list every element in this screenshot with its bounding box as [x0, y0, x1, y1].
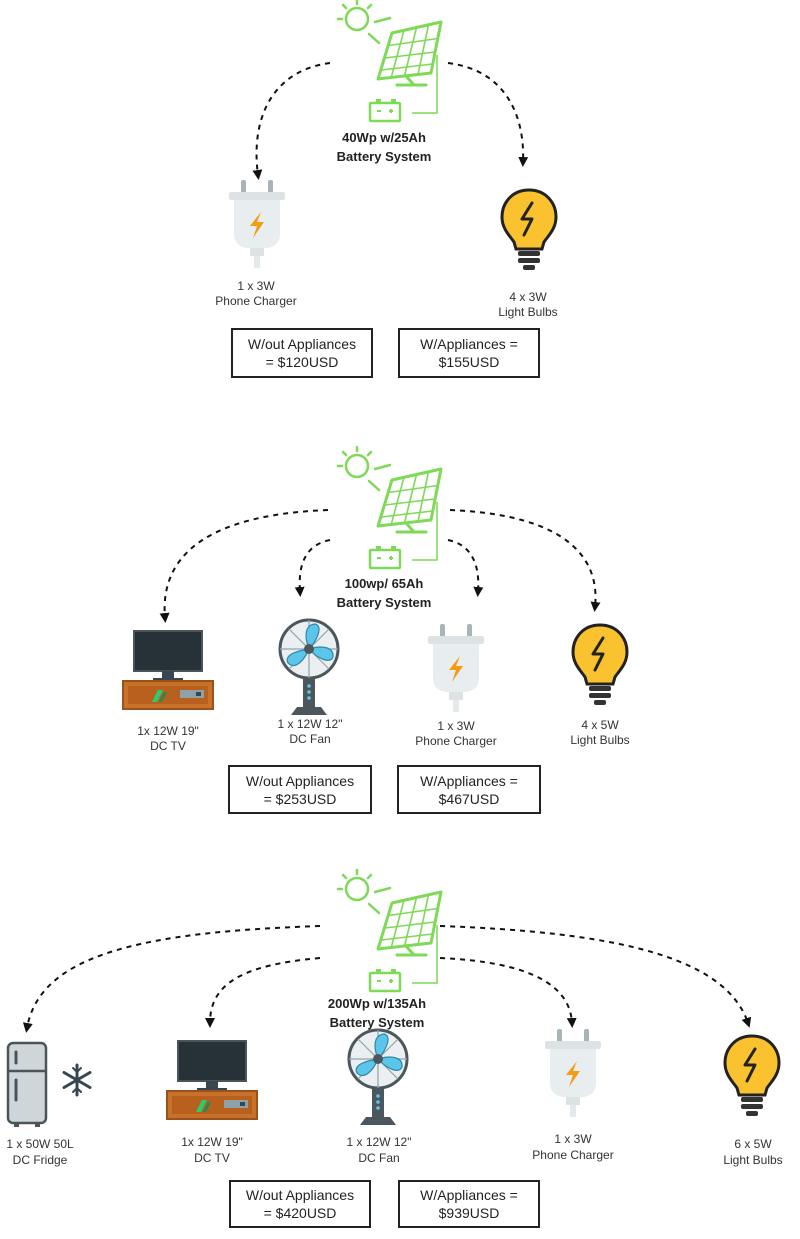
fan-icon	[278, 618, 340, 717]
price-with-line2: $467USD	[439, 791, 500, 807]
appliance-label-line1: 4 x 3W	[509, 290, 547, 304]
system-1: 40Wp w/25Ah Battery System 1 x 3W Phone …	[215, 0, 558, 378]
price-without-line1: W/out Appliances	[246, 1187, 354, 1203]
price-with-line1: W/Appliances =	[420, 773, 518, 789]
appliance-label-line2: DC Fan	[358, 1151, 399, 1165]
appliance-label-line2: DC Fan	[289, 732, 330, 746]
light-bulb-icon	[571, 623, 629, 707]
phone-charger-icon	[428, 624, 484, 712]
price-box-without-appliances: W/out Appliances = $120USD	[231, 328, 373, 378]
appliance-label-line2: DC Fridge	[13, 1153, 68, 1167]
price-without-line1: W/out Appliances	[248, 336, 356, 352]
system-3-title-line2: Battery System	[330, 1015, 425, 1030]
light-bulb-icon	[723, 1034, 781, 1118]
price-box-with-appliances: W/Appliances = $939USD	[398, 1180, 540, 1228]
price-box-without-appliances: W/out Appliances = $420USD	[229, 1180, 371, 1228]
appliance-label-line1: 6 x 5W	[734, 1137, 772, 1151]
appliance-label-line2: Light Bulbs	[723, 1153, 782, 1167]
appliance-label-line1: 1 x 3W	[437, 719, 475, 733]
tv-icon	[166, 1040, 258, 1120]
price-without-line2: = $253USD	[264, 791, 337, 807]
appliance-label-line1: 4 x 5W	[581, 718, 619, 732]
appliance-label-line2: DC TV	[150, 739, 186, 753]
arrow-to-phone-charger	[447, 539, 484, 597]
appliance-label-line1: 1 x 12W 12"	[278, 717, 343, 731]
arrow-to-light-bulb	[447, 62, 529, 167]
arrow-to-phone-charger	[439, 957, 577, 1028]
price-with-line2: $939USD	[439, 1205, 500, 1221]
appliance-label-line1: 1x 12W 19"	[137, 724, 199, 738]
appliance-label-line2: DC TV	[194, 1151, 230, 1165]
appliance-label-line1: 1x 12W 19"	[181, 1135, 243, 1149]
solar-panel-battery-icon	[336, 868, 443, 993]
arrow-to-tv	[205, 957, 321, 1028]
price-box-without-appliances: W/out Appliances = $253USD	[228, 765, 372, 814]
fan-icon	[347, 1028, 409, 1127]
price-without-line2: = $420USD	[264, 1205, 337, 1221]
appliance-label-line2: Phone Charger	[215, 294, 296, 308]
appliance-label-line2: Phone Charger	[415, 734, 496, 748]
system-1-title-line2: Battery System	[337, 149, 432, 164]
solar-panel-battery-icon	[336, 445, 443, 570]
arrow-to-fan	[294, 539, 331, 597]
appliance-label-line1: 1 x 12W 12"	[347, 1135, 412, 1149]
arrow-to-light-bulb	[439, 925, 752, 1028]
price-without-line1: W/out Appliances	[246, 773, 354, 789]
arrow-to-phone-charger	[252, 62, 331, 180]
arrow-to-tv	[159, 509, 329, 623]
price-with-line1: W/Appliances =	[420, 336, 518, 352]
price-with-line1: W/Appliances =	[420, 1187, 518, 1203]
phone-charger-icon	[545, 1029, 601, 1117]
system-3-title-line1: 200Wp w/135Ah	[328, 996, 426, 1011]
appliance-label-line2: Phone Charger	[532, 1148, 613, 1162]
system-2-title-line2: Battery System	[337, 595, 432, 610]
price-with-line2: $155USD	[439, 354, 500, 370]
system-1-title-line1: 40Wp w/25Ah	[342, 130, 426, 145]
appliance-label-line2: Light Bulbs	[498, 305, 557, 319]
appliance-label-line1: 1 x 3W	[237, 279, 275, 293]
tv-icon	[122, 630, 214, 710]
arrow-to-light-bulb	[449, 509, 601, 612]
price-box-with-appliances: W/Appliances = $467USD	[397, 765, 541, 814]
price-without-line2: = $120USD	[266, 354, 339, 370]
system-2: 100wp/ 65Ah Battery System 1x 12W 19" DC…	[122, 445, 630, 814]
appliance-label-line1: 1 x 50W 50L	[6, 1137, 74, 1151]
arrow-to-fridge	[22, 925, 321, 1033]
phone-charger-icon	[229, 180, 285, 268]
fridge-icon	[6, 1041, 92, 1129]
system-3: 200Wp w/135Ah Battery System 1 x 50W 50L…	[6, 868, 783, 1228]
system-2-title-line1: 100wp/ 65Ah	[345, 576, 424, 591]
appliance-label-line1: 1 x 3W	[554, 1132, 592, 1146]
solar-panel-battery-icon	[336, 0, 443, 123]
appliance-label-line2: Light Bulbs	[570, 733, 629, 747]
price-box-with-appliances: W/Appliances = $155USD	[398, 328, 540, 378]
light-bulb-icon	[500, 188, 558, 272]
